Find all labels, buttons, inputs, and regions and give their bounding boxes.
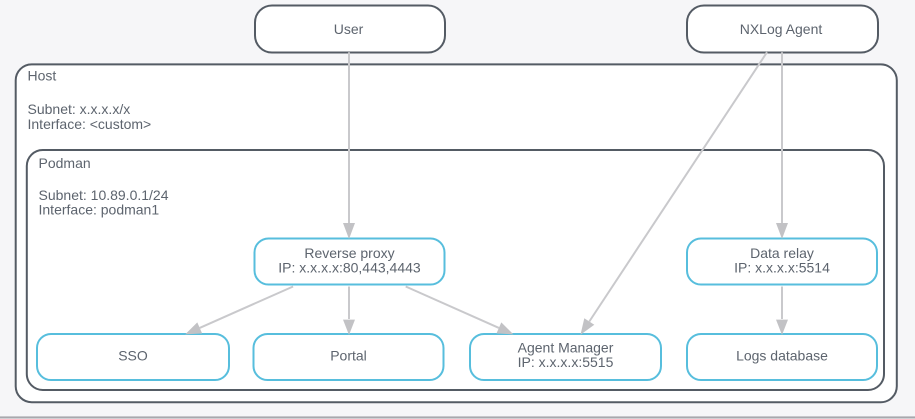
- svg-text:Podman: Podman: [39, 155, 91, 171]
- svg-text:Reverse proxy: Reverse proxy: [304, 245, 394, 261]
- svg-text:Portal: Portal: [330, 348, 367, 364]
- svg-text:User: User: [334, 21, 364, 37]
- svg-text:Logs database: Logs database: [736, 348, 828, 364]
- svg-text:NXLog Agent: NXLog Agent: [740, 21, 823, 37]
- svg-text:Interface: podman1: Interface: podman1: [39, 201, 160, 217]
- svg-text:Subnet: x.x.x.x/x: Subnet: x.x.x.x/x: [28, 101, 131, 117]
- svg-text:Interface: <custom>: Interface: <custom>: [28, 116, 152, 132]
- svg-text:Host: Host: [28, 68, 57, 84]
- svg-text:IP: x.x.x.x:5515: IP: x.x.x.x:5515: [518, 354, 614, 370]
- svg-text:IP: x.x.x.x:5514: IP: x.x.x.x:5514: [734, 260, 830, 276]
- svg-text:Subnet: 10.89.0.1/24: Subnet: 10.89.0.1/24: [39, 187, 169, 203]
- svg-text:IP: x.x.x.x:80,443,4443: IP: x.x.x.x:80,443,4443: [278, 260, 421, 276]
- svg-text:SSO: SSO: [118, 348, 148, 364]
- svg-text:Agent Manager: Agent Manager: [518, 340, 614, 356]
- svg-text:Data relay: Data relay: [750, 245, 814, 261]
